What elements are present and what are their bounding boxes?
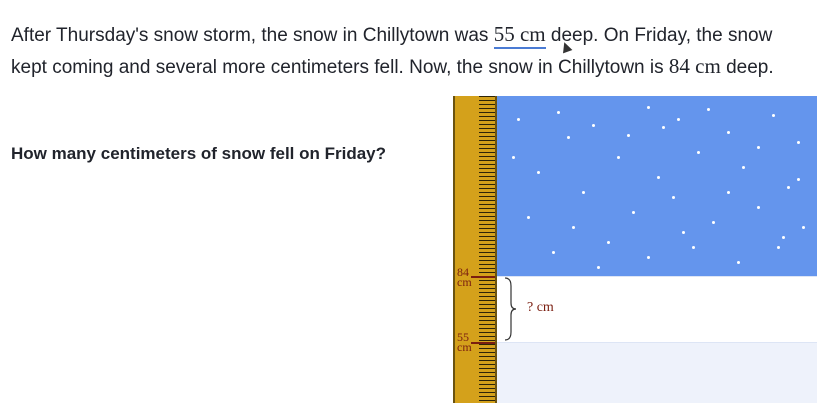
snowflake-icon [617, 156, 620, 159]
initial-depth-value: 55 cm [493, 22, 546, 49]
problem-part2: deep. On Friday, the snow kept coming an… [11, 25, 773, 78]
snowflake-icon [647, 256, 650, 259]
snowflake-icon [692, 246, 695, 249]
problem-text: After Thursday's snow storm, the snow in… [11, 19, 801, 83]
snowflake-icon [632, 211, 635, 214]
snowflake-icon [647, 106, 650, 109]
snowflake-icon [672, 196, 675, 199]
snowflake-icon [597, 266, 600, 269]
snowflake-icon [727, 131, 730, 134]
ruler-label-84: 84 cm [457, 265, 472, 289]
snowflake-icon [567, 136, 570, 139]
measuring-ruler: 84 cm 55 cm [453, 96, 497, 403]
snowflake-icon [727, 191, 730, 194]
problem-part3: deep. [720, 57, 774, 78]
ruler-mark-55 [471, 342, 495, 344]
snowflake-icon [787, 186, 790, 189]
ruler-label-55-unit: cm [457, 340, 472, 354]
unknown-amount-label: ? cm [527, 300, 554, 315]
ruler-ticks [479, 96, 495, 403]
falling-snow-sky [497, 96, 820, 276]
final-depth-value: 84 cm [668, 54, 721, 78]
snowflake-icon [697, 151, 700, 154]
problem-part1: After Thursday's snow storm, the snow in… [11, 25, 494, 46]
snowflake-icon [677, 118, 680, 121]
ruler-label-84-unit: cm [457, 275, 472, 289]
snowflake-icon [572, 226, 575, 229]
snowflake-icon [537, 171, 540, 174]
snowflake-icon [817, 268, 820, 271]
ruler-label-84-value: 84 [457, 265, 469, 279]
question-text: How many centimeters of snow fell on Fri… [11, 144, 387, 163]
snowflake-icon [517, 118, 520, 121]
snowflake-icon [797, 141, 800, 144]
snowflake-icon [742, 166, 745, 169]
snowflake-icon [712, 221, 715, 224]
snowflake-icon [782, 236, 785, 239]
snowflake-icon [582, 191, 585, 194]
snowflake-icon [527, 216, 530, 219]
curly-brace-icon [504, 277, 517, 341]
snowflake-icon [557, 111, 560, 114]
snowflake-icon [757, 206, 760, 209]
snowflake-icon [657, 176, 660, 179]
snowflake-icon [592, 124, 595, 127]
snowflake-icon [757, 146, 760, 149]
snowflake-icon [797, 178, 800, 181]
snowflake-icon [662, 126, 665, 129]
snowflake-icon [552, 251, 555, 254]
snowflake-icon [772, 114, 775, 117]
snowflake-icon [737, 261, 740, 264]
snowflake-icon [802, 226, 805, 229]
snowflake-icon [707, 108, 710, 111]
snowflake-icon [627, 134, 630, 137]
snowflake-icon [512, 156, 515, 159]
snowflake-icon [607, 241, 610, 244]
friday-new-snow-layer [497, 276, 817, 342]
ruler-label-55-value: 55 [457, 330, 469, 344]
ruler-mark-84 [471, 276, 495, 278]
snowflake-icon [682, 231, 685, 234]
ruler-label-55: 55 cm [457, 330, 472, 354]
thursday-snow-layer [497, 342, 817, 403]
snowflake-icon [777, 246, 780, 249]
snow-depth-diagram: 84 cm 55 cm ? cm [453, 96, 820, 403]
